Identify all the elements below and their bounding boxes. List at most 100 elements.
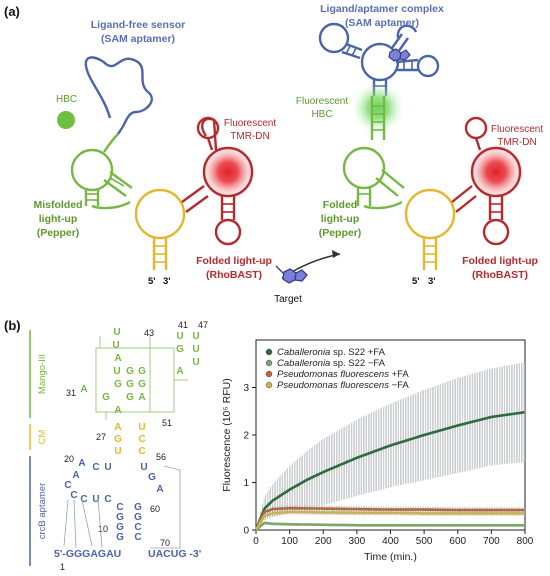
right-pepper-label-2: light-up	[321, 213, 359, 225]
fl-hbc-label-1: Fluorescent	[296, 96, 348, 107]
aptamer-nucleotide: A	[156, 484, 163, 495]
x-tick-label: 300	[349, 536, 366, 547]
right-rhobast-label-1: Folded light-up	[462, 255, 538, 267]
aptamer-nucleotide: G	[134, 512, 142, 523]
mango-nucleotide: A	[114, 353, 121, 364]
mango-nucleotide: G	[114, 379, 122, 390]
aptamer-nucleotide: C	[80, 494, 87, 505]
fl-hbc-label-2: HBC	[311, 109, 332, 120]
mango-nucleotide: U	[112, 340, 119, 351]
mango-nucleotide: U	[113, 327, 120, 338]
mango-nucleotide: G	[126, 366, 134, 377]
seq-3prime-end: UACUG -3'	[148, 548, 201, 560]
legend-marker	[265, 370, 273, 378]
left-3prime: 3'	[163, 276, 171, 287]
right-5prime: 5'	[412, 276, 420, 287]
seq-5prime-end: 5'-GGGAGAU	[54, 548, 121, 560]
aptamer-nucleotide: C	[64, 480, 71, 491]
x-axis-label: Time (min.)	[364, 551, 417, 563]
cm-nucleotide: C	[138, 434, 145, 445]
x-tick-label: 0	[253, 536, 259, 547]
series-line	[255, 521, 525, 531]
sensor-subtitle: (SAM aptamer)	[101, 33, 175, 45]
mango-nucleotide: G	[176, 344, 184, 355]
mango-nucleotide: U	[192, 331, 199, 342]
aptamer-nucleotide: C	[116, 502, 123, 513]
mango-nucleotide: G	[138, 366, 146, 377]
mango-nucleotide: A	[138, 392, 145, 403]
y-axis-label: Fluorescence (10⁵ RFU)	[221, 378, 233, 491]
right-pepper-label-3: (Pepper)	[319, 227, 362, 239]
aptamer-nucleotide: G	[148, 472, 156, 483]
target-label: Target	[274, 294, 302, 305]
sensor-title: Ligand-free sensor	[91, 19, 186, 31]
pepper-label-3: (Pepper)	[37, 227, 80, 239]
aptamer-nucleotide: G	[134, 502, 142, 513]
panel-a-label: (a)	[4, 4, 20, 19]
right-tmr-label-1: Fluorescent	[491, 124, 543, 135]
left-5prime: 5'	[148, 276, 156, 287]
bound-target-icon	[388, 48, 411, 62]
series-line	[254, 411, 525, 531]
aptamer-nucleotide: G	[116, 532, 124, 543]
complex-title: Ligand/aptamer complex	[320, 3, 444, 15]
legend-marker	[265, 381, 273, 389]
mango-nucleotide: G	[138, 379, 146, 390]
rhobast-label-1: Folded light-up	[196, 255, 272, 267]
right-tmr-label-2: TMR-DN	[497, 137, 536, 148]
x-tick-label: 800	[517, 536, 534, 547]
panel-b-label: (b)	[4, 318, 21, 333]
mango-side-label: Mango-III	[37, 354, 48, 394]
x-tick-label: 500	[416, 536, 433, 547]
position-number: 56	[156, 452, 166, 462]
right-3prime: 3'	[428, 276, 436, 287]
position-number: 1	[60, 562, 65, 572]
legend-marker	[265, 348, 273, 356]
position-number: 20	[64, 454, 74, 464]
legend-entry: Pseudomonas fluorescens −FA	[277, 380, 409, 391]
aptamer-nucleotide: C	[70, 490, 77, 501]
cm-nucleotide: G	[114, 434, 122, 445]
x-tick-label: 100	[281, 536, 298, 547]
cm-nucleotide: C	[138, 446, 145, 457]
legend-entry: Pseudomonas fluorescens +FA	[277, 369, 409, 380]
series-line	[254, 506, 525, 531]
mango-nucleotide: G	[102, 392, 110, 403]
aptamer-nucleotide: U	[92, 494, 99, 505]
position-number: 27	[96, 432, 106, 442]
y-tick-label: 3	[243, 383, 249, 394]
junction-loop	[134, 188, 186, 240]
series-line	[254, 510, 525, 531]
x-tick-label: 400	[382, 536, 399, 547]
aptamer-nucleotide: G	[116, 522, 124, 533]
cm-nucleotide: U	[138, 422, 145, 433]
mango-nucleotide: G	[126, 379, 134, 390]
rhobast-label-2: (RhoBAST)	[206, 269, 262, 281]
mango-nucleotide: A	[176, 366, 183, 377]
position-number: 47	[198, 320, 208, 330]
y-tick-label: 0	[243, 526, 249, 537]
right-pepper-label-1: Folded	[323, 199, 357, 211]
position-number: 60	[150, 504, 160, 514]
hbc-label: HBC	[56, 94, 77, 105]
tmr-label-1: Fluorescent	[224, 118, 276, 129]
aptamer-nucleotide: C	[134, 532, 141, 543]
aptamer-nucleotide: C	[92, 462, 99, 473]
position-number: 10	[98, 524, 108, 534]
mango-nucleotide: U	[192, 344, 199, 355]
right-complex-structure	[318, 22, 524, 270]
complex-subtitle: (SAM aptamer)	[345, 17, 419, 29]
aptamer-nucleotide: U	[140, 462, 147, 473]
x-tick-label: 200	[315, 536, 332, 547]
mango-tertiary-lines	[95, 336, 188, 420]
right-rhobast-label-2: (RhoBAST)	[472, 269, 528, 281]
y-tick-label: 2	[243, 431, 249, 442]
cm-nucleotide: U	[114, 446, 121, 457]
aptamer-side-label: crcB aptamer	[37, 483, 48, 540]
